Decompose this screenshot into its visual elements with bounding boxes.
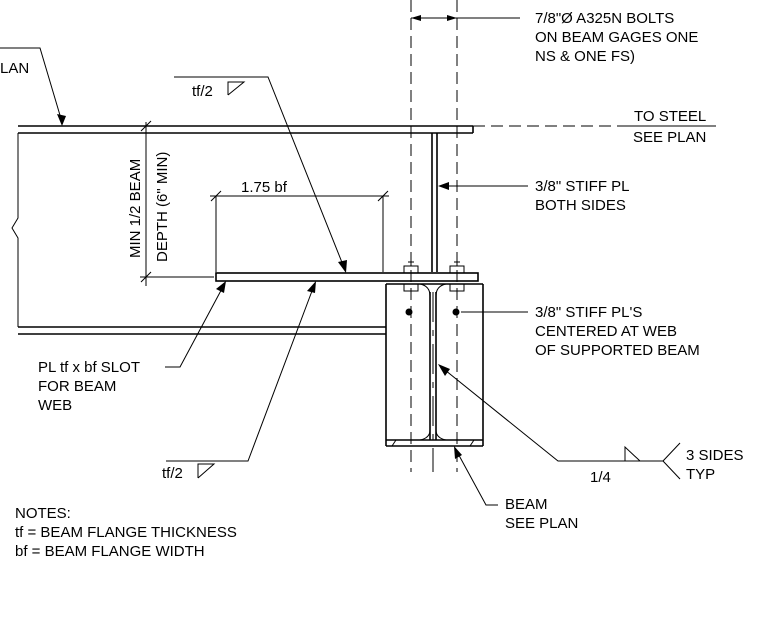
bolt-spacing-dimension <box>411 15 520 21</box>
gage-lines <box>410 0 620 472</box>
stiff-pl-line2: BOTH SIDES <box>535 197 626 214</box>
supporting-beam-section <box>385 283 484 447</box>
tf-half-top-label: tf/2 <box>192 83 213 100</box>
to-steel-line1: TO STEEL <box>634 108 706 125</box>
stiff-pls-line3: OF SUPPORTED BEAM <box>535 342 700 359</box>
bolts-note-line2: ON BEAM GAGES ONE <box>535 29 698 46</box>
end-stiffener-plate <box>431 133 438 272</box>
min-half-beam-line1: MIN 1/2 BEAM <box>127 159 144 258</box>
leaders <box>0 47 716 506</box>
weld-size-label: 1/4 <box>590 469 611 486</box>
weld-sides-line1: 3 SIDES <box>686 447 744 464</box>
beam-see-plan-line2: SEE PLAN <box>505 515 578 532</box>
stiff-pls-line1: 3/8" STIFF PL'S <box>535 304 642 321</box>
stiff-pl-line1: 3/8" STIFF PL <box>535 178 630 195</box>
slot-note-line1: PL tf x bf SLOT <box>38 359 140 376</box>
to-steel-line2: SEE PLAN <box>633 129 706 146</box>
bolts-note-line1: 7/8"Ø A325N BOLTS <box>535 10 674 27</box>
slot-note-line2: FOR BEAM <box>38 378 116 395</box>
notes-line2: bf = BEAM FLANGE WIDTH <box>15 543 205 560</box>
cap-plate <box>215 272 479 282</box>
min-half-beam-line2: DEPTH (6" MIN) <box>154 152 171 262</box>
bolts <box>403 256 465 316</box>
weld-sides-line2: TYP <box>686 466 715 483</box>
tf-half-bottom-label: tf/2 <box>162 465 183 482</box>
bolts-note-line3: NS & ONE FS) <box>535 48 635 65</box>
dimension-175bf <box>210 190 389 272</box>
notes-title: NOTES: <box>15 505 71 522</box>
slot-note-line3: WEB <box>38 397 72 414</box>
plan-label-partial: LAN <box>0 60 29 77</box>
beam-see-plan-line1: BEAM <box>505 496 548 513</box>
supported-beam <box>11 125 474 335</box>
notes-line1: tf = BEAM FLANGE THICKNESS <box>15 524 237 541</box>
dimension-half-depth <box>140 120 214 286</box>
stiff-pls-line2: CENTERED AT WEB <box>535 323 677 340</box>
dimension-175bf-label: 1.75 bf <box>241 179 288 196</box>
